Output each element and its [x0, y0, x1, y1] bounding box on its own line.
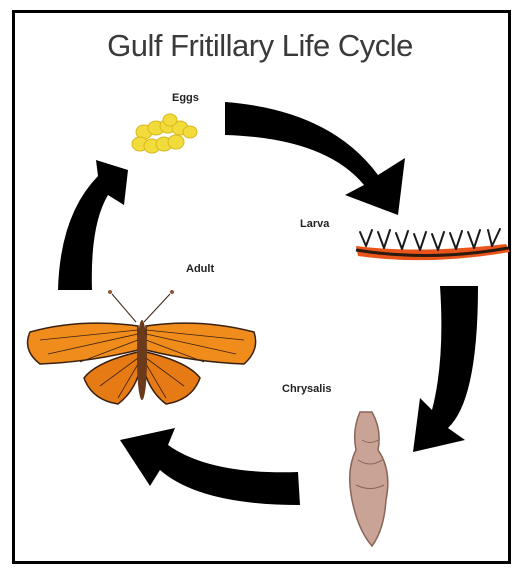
- chrysalis-illustration: [350, 412, 388, 546]
- eggs-illustration: [132, 114, 197, 153]
- arrow-chrysalis-to-adult: [120, 428, 300, 505]
- larva-illustration: [356, 229, 510, 260]
- arrow-larva-to-chrysalis: [413, 286, 478, 452]
- adult-butterfly-illustration: [28, 290, 256, 404]
- arrow-eggs-to-larva: [225, 102, 405, 215]
- arrow-adult-to-eggs: [58, 160, 128, 290]
